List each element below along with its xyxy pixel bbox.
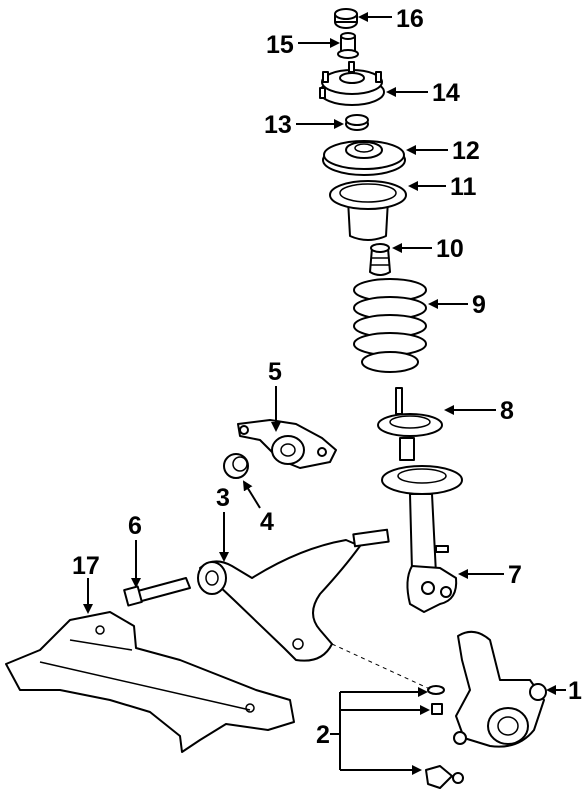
callout-8: 8 <box>500 397 514 425</box>
callout-6: 6 <box>128 512 142 540</box>
spring-insulator-part <box>329 180 407 241</box>
callout-13: 13 <box>264 111 292 139</box>
callout-17: 17 <box>72 552 100 580</box>
callout-3: 3 <box>216 484 230 512</box>
callout-2: 2 <box>316 721 330 749</box>
callout-15: 15 <box>266 31 294 59</box>
callout-16: 16 <box>396 5 424 33</box>
lower-control-arm-part <box>197 528 390 662</box>
strut-spring-seat-part <box>377 387 443 437</box>
bump-stop-part <box>369 243 391 276</box>
bracket-part <box>237 419 337 469</box>
bolt-part <box>123 577 191 607</box>
strut-mount-part <box>319 61 385 106</box>
callout-9: 9 <box>472 291 486 319</box>
strut-part <box>381 437 463 613</box>
steering-knuckle-part <box>453 630 547 748</box>
nut-part <box>337 32 359 59</box>
coil-spring-part <box>353 278 427 373</box>
callout-7: 7 <box>508 561 522 589</box>
ball-joint-hardware-part <box>425 685 464 789</box>
callout-11: 11 <box>450 173 477 201</box>
callout-10: 10 <box>436 235 464 263</box>
callout-12: 12 <box>452 137 480 165</box>
callout-14: 14 <box>432 79 460 107</box>
callout-4: 4 <box>260 508 274 536</box>
dust-cap-part <box>334 8 358 29</box>
callout-1: 1 <box>568 677 582 705</box>
callout-5: 5 <box>268 358 282 386</box>
bearing-part <box>345 114 369 131</box>
alignment-dashed-line <box>331 643 433 691</box>
crossmember-part <box>5 611 295 753</box>
leader-4 <box>242 480 261 509</box>
upper-spring-seat-part <box>322 140 406 176</box>
bushing-part <box>223 453 249 479</box>
